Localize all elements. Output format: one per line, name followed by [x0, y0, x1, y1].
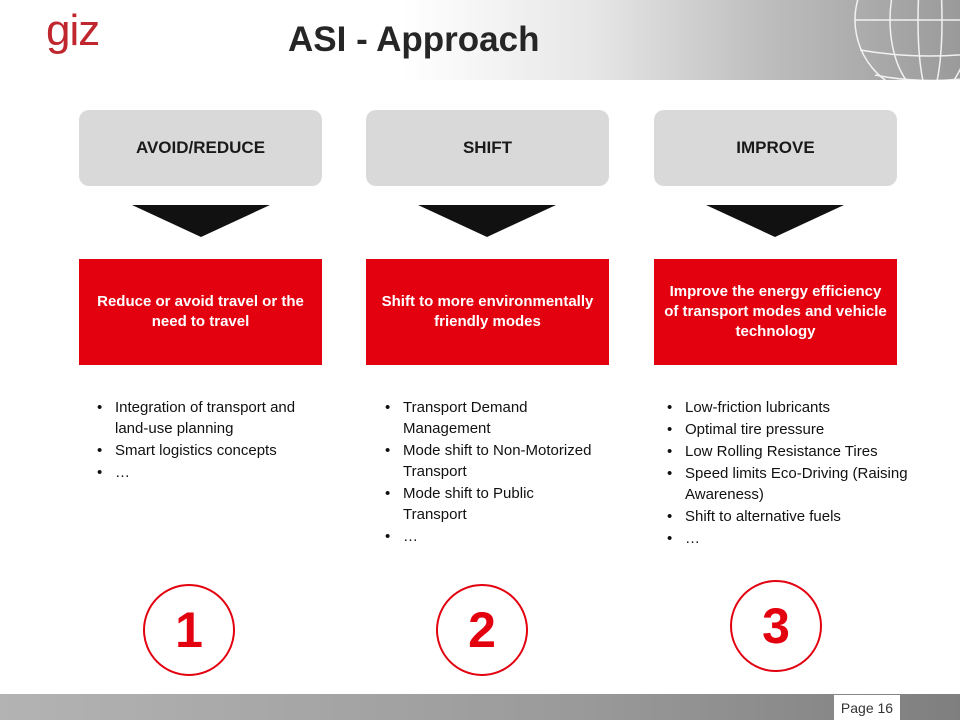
globe-icon	[854, 0, 960, 80]
list-item: Transport Demand Management	[384, 397, 594, 439]
giz-logo: giz	[46, 6, 100, 55]
list-item: Low-friction lubricants	[666, 397, 956, 418]
page-number: Page 16	[834, 695, 900, 720]
list-item: Shift to alternative fuels	[666, 506, 956, 527]
down-arrow-icon	[706, 205, 844, 237]
footer-bar	[0, 694, 960, 720]
number-circle-3: 3	[730, 580, 822, 672]
list-item: Low Rolling Resistance Tires	[666, 441, 956, 462]
list-item: Mode shift to Non-Motorized Transport	[384, 440, 594, 482]
slide-title: ASI - Approach	[288, 20, 540, 59]
improve-bullet-list: Low-friction lubricants Optimal tire pre…	[666, 397, 956, 550]
avoid-reduce-box: AVOID/REDUCE	[79, 110, 322, 186]
list-item: Mode shift to Public Transport	[384, 483, 594, 525]
down-arrow-icon	[418, 205, 556, 237]
list-item: Optimal tire pressure	[666, 419, 956, 440]
list-item: …	[384, 526, 594, 547]
list-item: Speed limits Eco-Driving (Raising Awaren…	[666, 463, 956, 505]
shift-description: Shift to more environmentally friendly m…	[366, 259, 609, 365]
improve-description: Improve the energy efficiency of transpo…	[654, 259, 897, 365]
list-item: Integration of transport and land-use pl…	[96, 397, 326, 439]
list-item: Smart logistics concepts	[96, 440, 326, 461]
avoid-bullet-list: Integration of transport and land-use pl…	[96, 397, 326, 484]
header-bar	[0, 0, 960, 80]
shift-bullet-list: Transport Demand Management Mode shift t…	[384, 397, 594, 548]
number-circle-2: 2	[436, 584, 528, 676]
list-item: …	[96, 462, 326, 483]
down-arrow-icon	[132, 205, 270, 237]
shift-box: SHIFT	[366, 110, 609, 186]
list-item: …	[666, 528, 956, 549]
avoid-description: Reduce or avoid travel or the need to tr…	[79, 259, 322, 365]
improve-box: IMPROVE	[654, 110, 897, 186]
number-circle-1: 1	[143, 584, 235, 676]
